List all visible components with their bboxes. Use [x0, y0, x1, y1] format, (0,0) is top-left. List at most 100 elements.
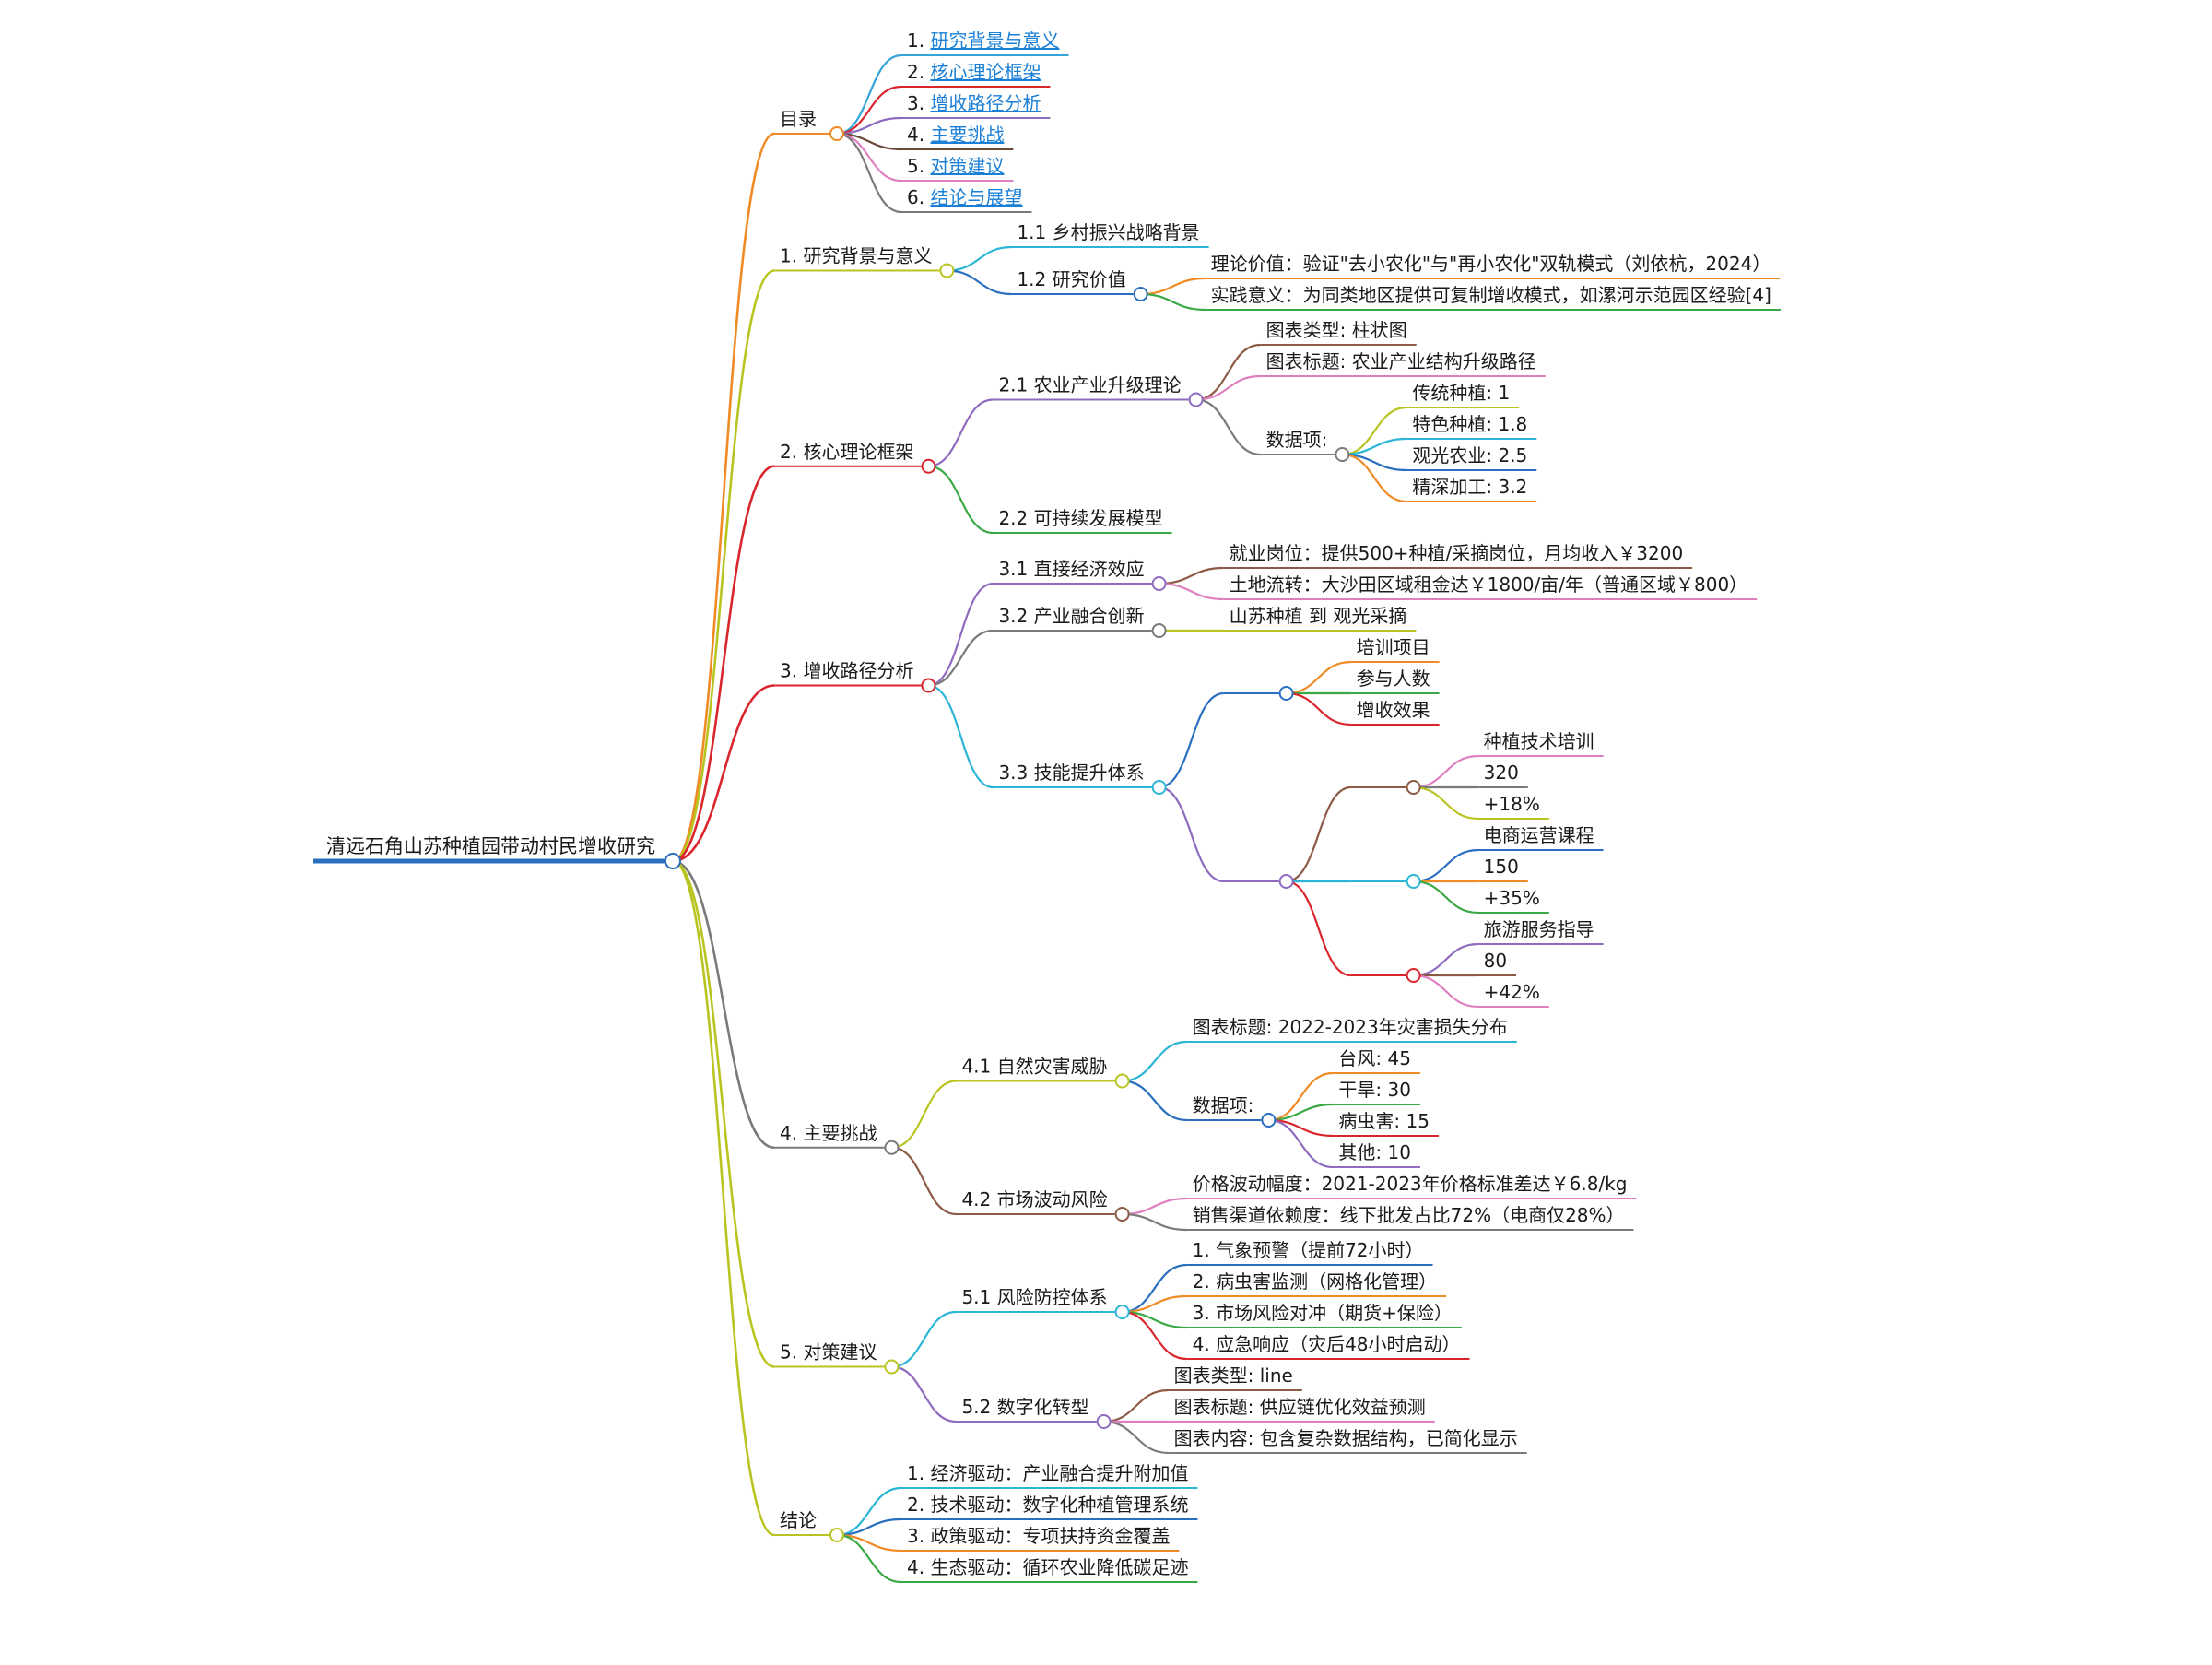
connector-line [1195, 343, 1261, 401]
connector-line [836, 53, 902, 136]
expand-toggle-icon[interactable] [1114, 1073, 1130, 1089]
expand-toggle-icon[interactable] [1114, 1207, 1130, 1222]
connector-line [672, 465, 775, 863]
node-label-b4-0-1-2: 病虫害: 15 [1338, 1110, 1430, 1132]
node-label-b3-2-1-2-0: 旅游服务指导 [1484, 918, 1594, 940]
node-label-b4-0: 4.1 自然灾害威胁 [961, 1056, 1107, 1078]
node-label-b5-1-2: 图表内容: 包含复杂数据结构，已简化显示 [1174, 1427, 1518, 1449]
node-label-toc-2[interactable]: 3. 增收路径分析 [907, 92, 1041, 114]
node-label-b3-2-0-2: 增收效果 [1357, 699, 1430, 721]
connector-line [891, 1310, 957, 1368]
expand-toggle-icon[interactable] [1261, 1113, 1277, 1128]
expand-toggle-icon[interactable] [1133, 287, 1148, 301]
expand-toggle-icon[interactable] [1188, 392, 1204, 407]
node-label-b6-3: 4. 生态驱动：循环农业降低碳足迹 [907, 1556, 1188, 1578]
node-label-toc-1[interactable]: 2. 核心理论框架 [907, 61, 1041, 83]
expand-toggle-icon[interactable] [1096, 1414, 1112, 1429]
expand-toggle-icon[interactable] [1278, 874, 1294, 889]
node-label-b2-0-2: 数据项: [1266, 429, 1328, 451]
connector-line [928, 465, 994, 535]
connector-line [1286, 880, 1351, 977]
connector-line [947, 269, 1012, 296]
node-label-toc: 目录 [780, 108, 817, 130]
connector-line [1342, 453, 1407, 503]
connector-line [1122, 1310, 1187, 1361]
node-label-b1: 1. 研究背景与意义 [780, 245, 932, 267]
expand-toggle-icon[interactable] [884, 1359, 900, 1375]
root-toggle-icon[interactable] [665, 853, 681, 869]
connector-line [928, 629, 994, 687]
expand-toggle-icon[interactable] [1151, 780, 1167, 795]
expand-toggle-icon[interactable] [1151, 576, 1167, 591]
node-label-b2: 2. 核心理论框架 [780, 441, 913, 463]
connector-line [1122, 1080, 1187, 1122]
connector-line [1140, 292, 1206, 312]
connector-line [1413, 754, 1478, 789]
node-label-b2-0-2-1: 特色种植: 1.8 [1412, 413, 1527, 435]
connector-line [836, 132, 902, 214]
node-label-b4-0-1-3: 其他: 10 [1338, 1141, 1411, 1163]
expand-toggle-icon[interactable] [1406, 780, 1421, 795]
expand-toggle-icon[interactable] [939, 263, 955, 278]
connector-line [928, 684, 994, 789]
expand-toggle-icon[interactable] [884, 1140, 900, 1155]
expand-toggle-icon[interactable] [830, 126, 844, 141]
expand-toggle-icon[interactable] [830, 1528, 844, 1542]
connector-line [672, 859, 775, 1150]
node-label-b6-0: 1. 经济驱动：产业融合提升附加值 [907, 1462, 1188, 1484]
connector-line [928, 398, 994, 467]
connector-line [891, 1146, 957, 1216]
connector-line [1159, 582, 1224, 601]
connector-line [1268, 1118, 1334, 1169]
expand-toggle-icon[interactable] [1278, 686, 1294, 701]
node-label-b5-1-1: 图表标题: 供应链优化效益预测 [1174, 1396, 1426, 1418]
node-label-b4-1-0: 价格波动幅度：2021-2023年价格标准差达￥6.8/kg [1193, 1173, 1628, 1195]
expand-toggle-icon[interactable] [921, 458, 936, 474]
node-label-b3-2-1-0-1: 320 [1484, 762, 1519, 784]
node-label-toc-5[interactable]: 6. 结论与展望 [907, 186, 1022, 208]
connector-line [891, 1080, 957, 1149]
node-label-b5-1: 5.2 数字化转型 [961, 1396, 1088, 1418]
expand-toggle-icon[interactable] [1114, 1305, 1130, 1319]
node-label-b5-0-1: 2. 病虫害监测（网格化管理） [1193, 1270, 1437, 1293]
connector-line [1413, 974, 1478, 1009]
expand-toggle-icon[interactable] [921, 678, 936, 693]
node-label-toc-4[interactable]: 5. 对策建议 [907, 155, 1004, 177]
node-label-b2-0-1: 图表标题: 农业产业结构升级路径 [1266, 350, 1536, 372]
node-label-b4-0-1-0: 台风: 45 [1338, 1047, 1411, 1069]
expand-toggle-icon[interactable] [1151, 623, 1167, 638]
connector-line [891, 1365, 957, 1423]
node-label-b2-0-2-0: 传统种植: 1 [1412, 382, 1510, 404]
node-label-b3-2-0-1: 参与人数 [1357, 667, 1430, 690]
connector-line [1413, 785, 1478, 821]
node-label-b5-1-0: 图表类型: line [1174, 1364, 1293, 1387]
node-label-b3-0-1: 土地流转：大沙田区域租金达￥1800/亩/年（普通区域￥800） [1230, 573, 1748, 596]
node-label-b6-1: 2. 技术驱动：数字化种植管理系统 [907, 1494, 1188, 1516]
expand-toggle-icon[interactable] [1406, 968, 1421, 983]
node-label-b6-2: 3. 政策驱动：专项扶持资金覆盖 [907, 1525, 1170, 1547]
expand-toggle-icon[interactable] [1406, 874, 1421, 889]
node-label-b3-2-0-0: 培训项目 [1357, 636, 1430, 658]
node-label-b3-2-1-1-0: 电商运营课程 [1484, 824, 1594, 846]
node-label-b3-0: 3.1 直接经济效应 [998, 558, 1144, 580]
connectors [313, 53, 1781, 1584]
connector-line [1159, 691, 1224, 789]
connector-line [672, 859, 775, 1537]
connector-line [1122, 1263, 1187, 1314]
connector-line [672, 269, 775, 863]
node-label-b1-1-0: 理论价值：验证"去小农化"与"再小农化"双轨模式（刘依杭，2024） [1211, 253, 1771, 275]
node-label-b3-2-1-1-1: 150 [1484, 856, 1519, 878]
node-label-b3-1: 3.2 产业融合创新 [998, 605, 1144, 627]
connector-line [1268, 1071, 1334, 1122]
node-label-b2-0: 2.1 农业产业升级理论 [998, 374, 1181, 396]
node-label-toc-0[interactable]: 1. 研究背景与意义 [907, 30, 1059, 52]
connector-line [928, 582, 994, 687]
node-label-b3-0-0: 就业岗位：提供500+种植/采摘岗位，月均收入￥3200 [1230, 542, 1684, 564]
expand-toggle-icon[interactable] [1335, 447, 1350, 462]
node-label-b4-1: 4.2 市场波动风险 [961, 1188, 1107, 1210]
connector-line [836, 85, 902, 136]
connector-line [1103, 1420, 1169, 1455]
node-label-toc-3[interactable]: 4. 主要挑战 [907, 124, 1004, 146]
node-label-b3-2-1-2-2: +42% [1484, 981, 1540, 1003]
